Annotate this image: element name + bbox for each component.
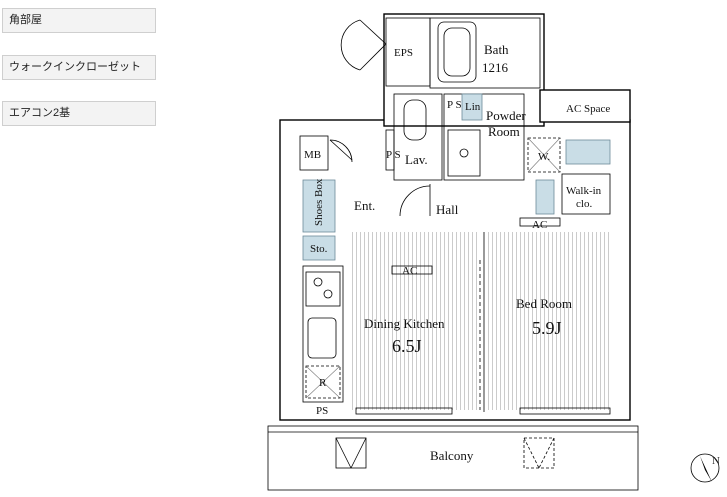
balcony-hatch — [523, 437, 555, 469]
label-dining-size: 6.5J — [392, 336, 422, 356]
window — [355, 407, 453, 415]
label-washer: W. — [538, 151, 550, 163]
label-dining-kitchen: Dining Kitchen — [364, 316, 445, 331]
walk-in-closet-shelf — [535, 179, 555, 215]
label-ps-mid: P S — [386, 149, 401, 161]
label-ps-bottom: PS — [316, 405, 328, 417]
label-storage: Sto. — [310, 243, 328, 255]
shoes-box — [302, 179, 336, 233]
stove — [305, 271, 341, 307]
ac-space-wall — [539, 89, 631, 123]
kitchen-sink — [307, 317, 337, 359]
bathroom — [429, 17, 541, 89]
label-shoes-box: Shoes Box — [313, 178, 325, 226]
washer — [527, 137, 561, 173]
label-refrigerator: R — [319, 377, 327, 389]
label-walk-in: Walk-in — [566, 185, 602, 197]
label-bath: Bath — [484, 42, 509, 57]
label-lav: Lav. — [405, 152, 428, 167]
mb-closet — [299, 135, 329, 171]
label-ac: AC — [402, 265, 417, 277]
label-ps: P S — [447, 99, 462, 111]
label-mb: MB — [304, 149, 321, 161]
feature-tag: エアコン2基 — [2, 101, 156, 126]
compass — [690, 453, 720, 483]
label-ac-space: AC Space — [566, 103, 610, 115]
fridge — [305, 365, 341, 399]
feature-tag: ウォークインクローゼット — [2, 55, 156, 80]
ac-unit — [519, 217, 561, 227]
bedroom-floor — [486, 232, 610, 410]
ac-unit — [391, 265, 433, 275]
kitchen-counter — [302, 265, 344, 403]
compass-label: N — [712, 455, 720, 467]
toilet — [403, 99, 427, 141]
walk-in-closet-shelf — [565, 139, 611, 165]
label-hall: Hall — [436, 202, 459, 217]
label-balcony: Balcony — [430, 448, 474, 463]
wash-basin — [447, 129, 481, 177]
label-bedroom: Bed Room — [516, 296, 572, 311]
linen-closet — [461, 93, 483, 121]
powder-room — [443, 93, 525, 181]
balcony — [267, 425, 639, 491]
label-walk-in-clo: clo. — [576, 198, 592, 210]
label-entrance: Ent. — [354, 198, 375, 213]
balcony-hatch — [335, 437, 367, 469]
label-eps: EPS — [394, 47, 413, 59]
storage — [302, 235, 336, 261]
label-ac: AC — [532, 219, 547, 231]
label-bedroom-size: 5.9J — [532, 318, 562, 338]
bathtub — [437, 21, 477, 83]
label-bath-size: 1216 — [482, 60, 509, 75]
dining-kitchen-floor — [350, 232, 480, 410]
window — [519, 407, 611, 415]
feature-tag: 角部屋 — [2, 8, 156, 33]
walk-in-closet — [561, 173, 611, 215]
label-powder-room: Room — [488, 124, 520, 139]
label-powder: Powder — [486, 108, 526, 123]
label-lin: Lin — [465, 101, 481, 113]
ps-duct — [385, 129, 395, 171]
